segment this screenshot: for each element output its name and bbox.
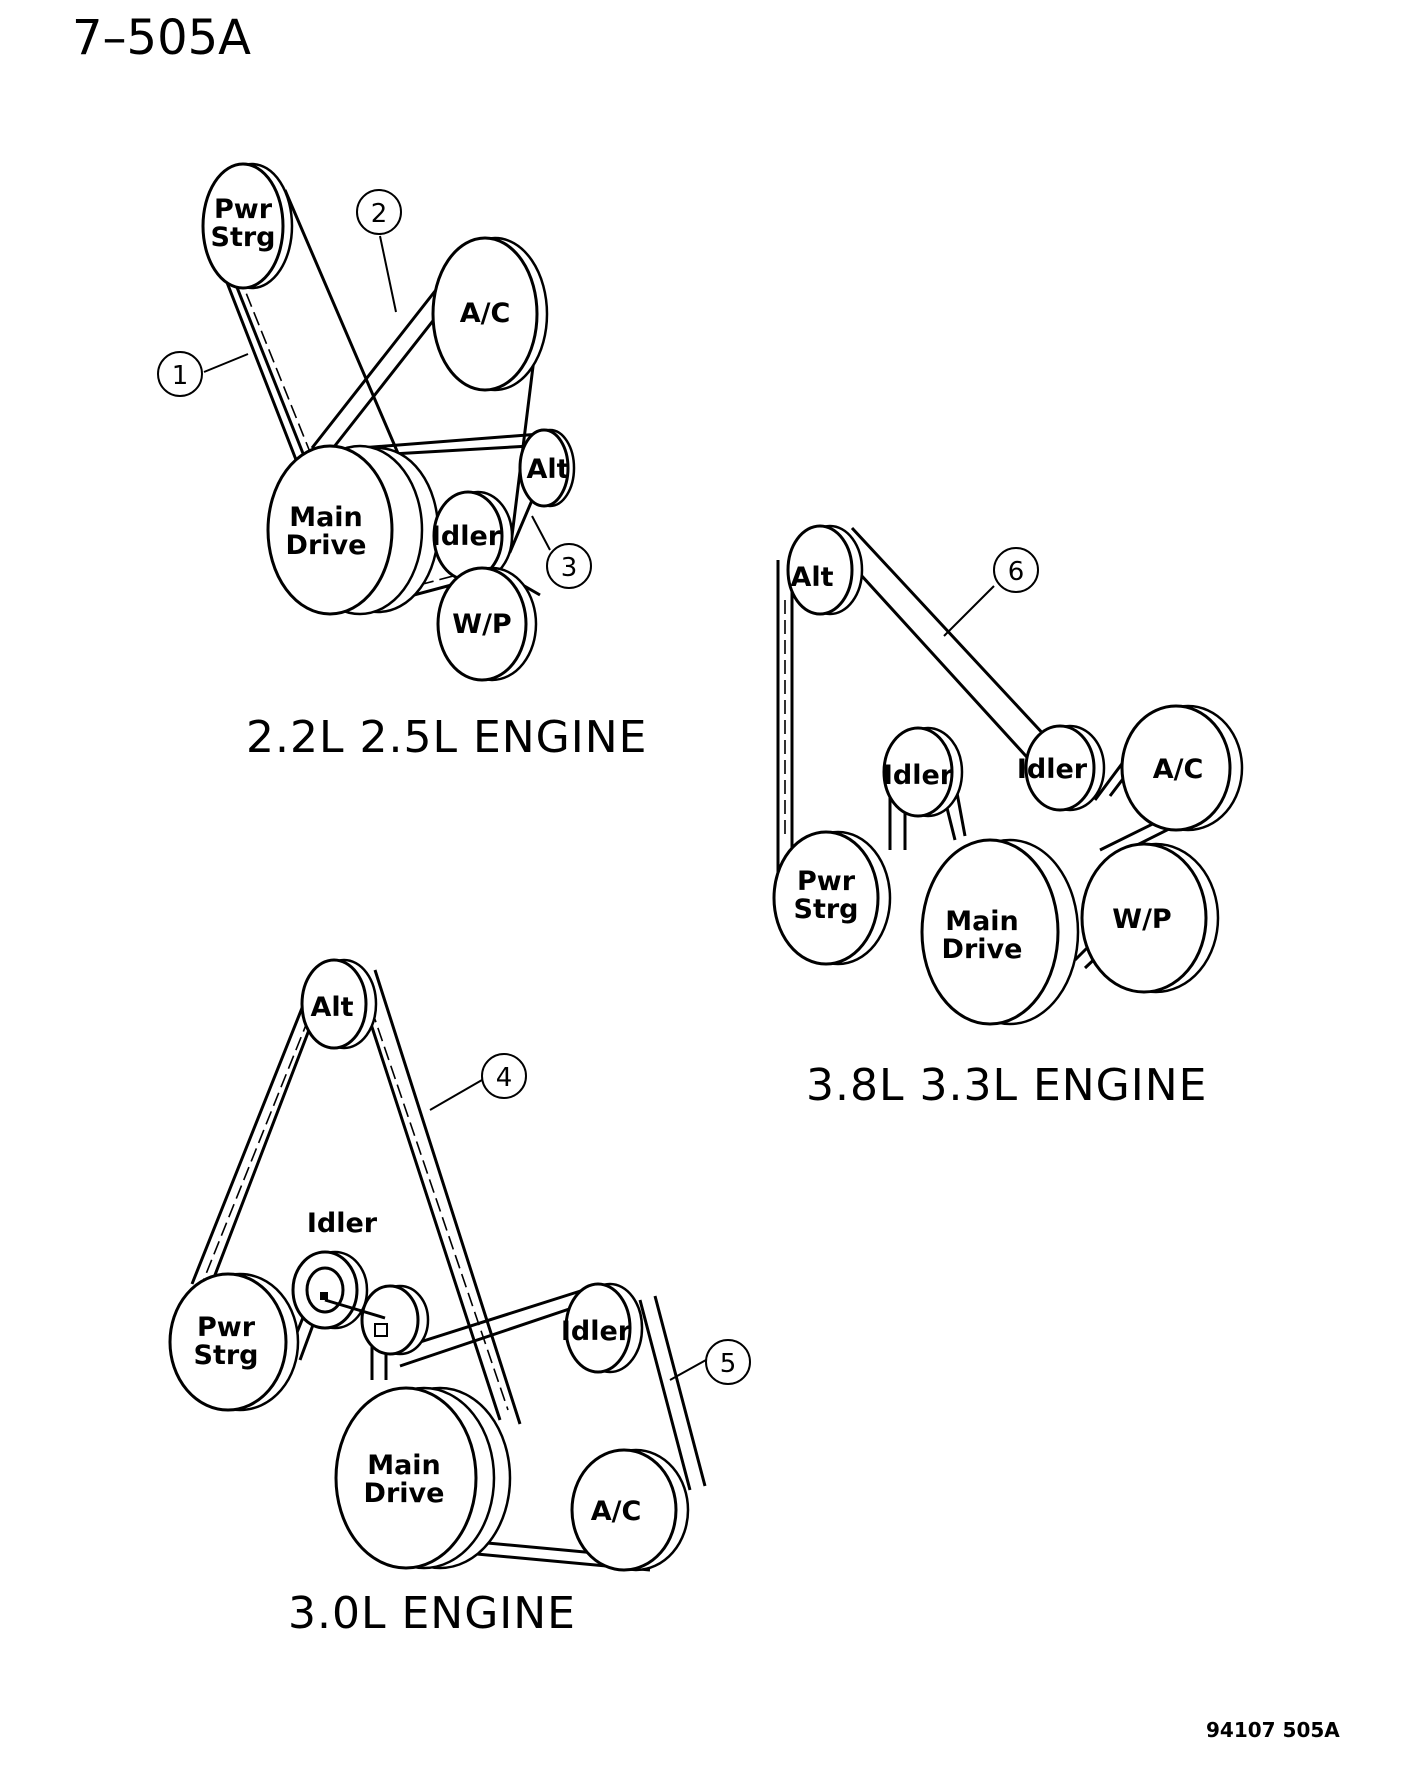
svg-text:6: 6: [1008, 557, 1025, 587]
callout-6: 6: [943, 547, 1039, 637]
svg-text:2: 2: [371, 199, 388, 229]
pulley-label-alt: Alt: [790, 562, 833, 593]
pulley-label-ac: A/C: [1153, 754, 1204, 785]
reference-code: 94107 505A: [1206, 1718, 1340, 1742]
pulley-ac: A/C: [431, 236, 549, 392]
svg-text:4: 4: [496, 1063, 513, 1093]
pulley-label-idler: Idler: [431, 521, 502, 552]
pulley-label-wp: W/P: [452, 609, 511, 640]
caption-3-8l-3-3l: 3.8L 3.3L ENGINE: [806, 1060, 1208, 1111]
pulley-ac: A/C: [570, 1448, 690, 1572]
pulley-wp: W/P: [1080, 842, 1220, 994]
pulley-label-idler-left: Idler: [883, 760, 954, 791]
idler-tensioner-assembly: [291, 1250, 430, 1356]
caption-3-0l: 3.0L ENGINE: [288, 1588, 576, 1639]
pulley-alt: Alt: [518, 428, 576, 508]
pulley-label-alt: Alt: [310, 992, 353, 1023]
pulley-alt: Alt: [300, 958, 378, 1050]
pulley-idler-left: Idler: [882, 726, 964, 818]
idler-label: Idler: [307, 1208, 378, 1239]
callout-2: 2: [356, 189, 402, 313]
pulley-idler-right: Idler: [561, 1282, 644, 1374]
pulley-label-idler-top: Idler: [1017, 754, 1088, 785]
svg-text:3: 3: [561, 553, 578, 583]
pulley-label-idler-right: Idler: [561, 1316, 632, 1347]
page-id: 7–505A: [72, 10, 251, 66]
callout-5: 5: [669, 1339, 751, 1385]
svg-text:5: 5: [720, 1349, 737, 1379]
belt-4: [190, 969, 522, 1425]
pulley-alt: Alt: [786, 524, 864, 616]
pulley-label-ac: A/C: [460, 298, 511, 329]
svg-text:1: 1: [172, 361, 189, 391]
callout-3: 3: [531, 515, 592, 589]
callout-4: 4: [429, 1053, 527, 1111]
caption-2-2l-2-5l: 2.2L 2.5L ENGINE: [246, 712, 648, 763]
pulley-ac: A/C: [1120, 704, 1244, 832]
pulley-label-ac: A/C: [591, 1496, 642, 1527]
pulley-idler: Idler: [431, 490, 514, 582]
callout-1: 1: [157, 351, 249, 397]
pulley-label-alt: Alt: [526, 454, 569, 485]
pulley-wp: W/P: [436, 566, 538, 682]
pulley-idler-top: Idler: [1017, 724, 1106, 812]
pulley-label-wp: W/P: [1112, 904, 1171, 935]
